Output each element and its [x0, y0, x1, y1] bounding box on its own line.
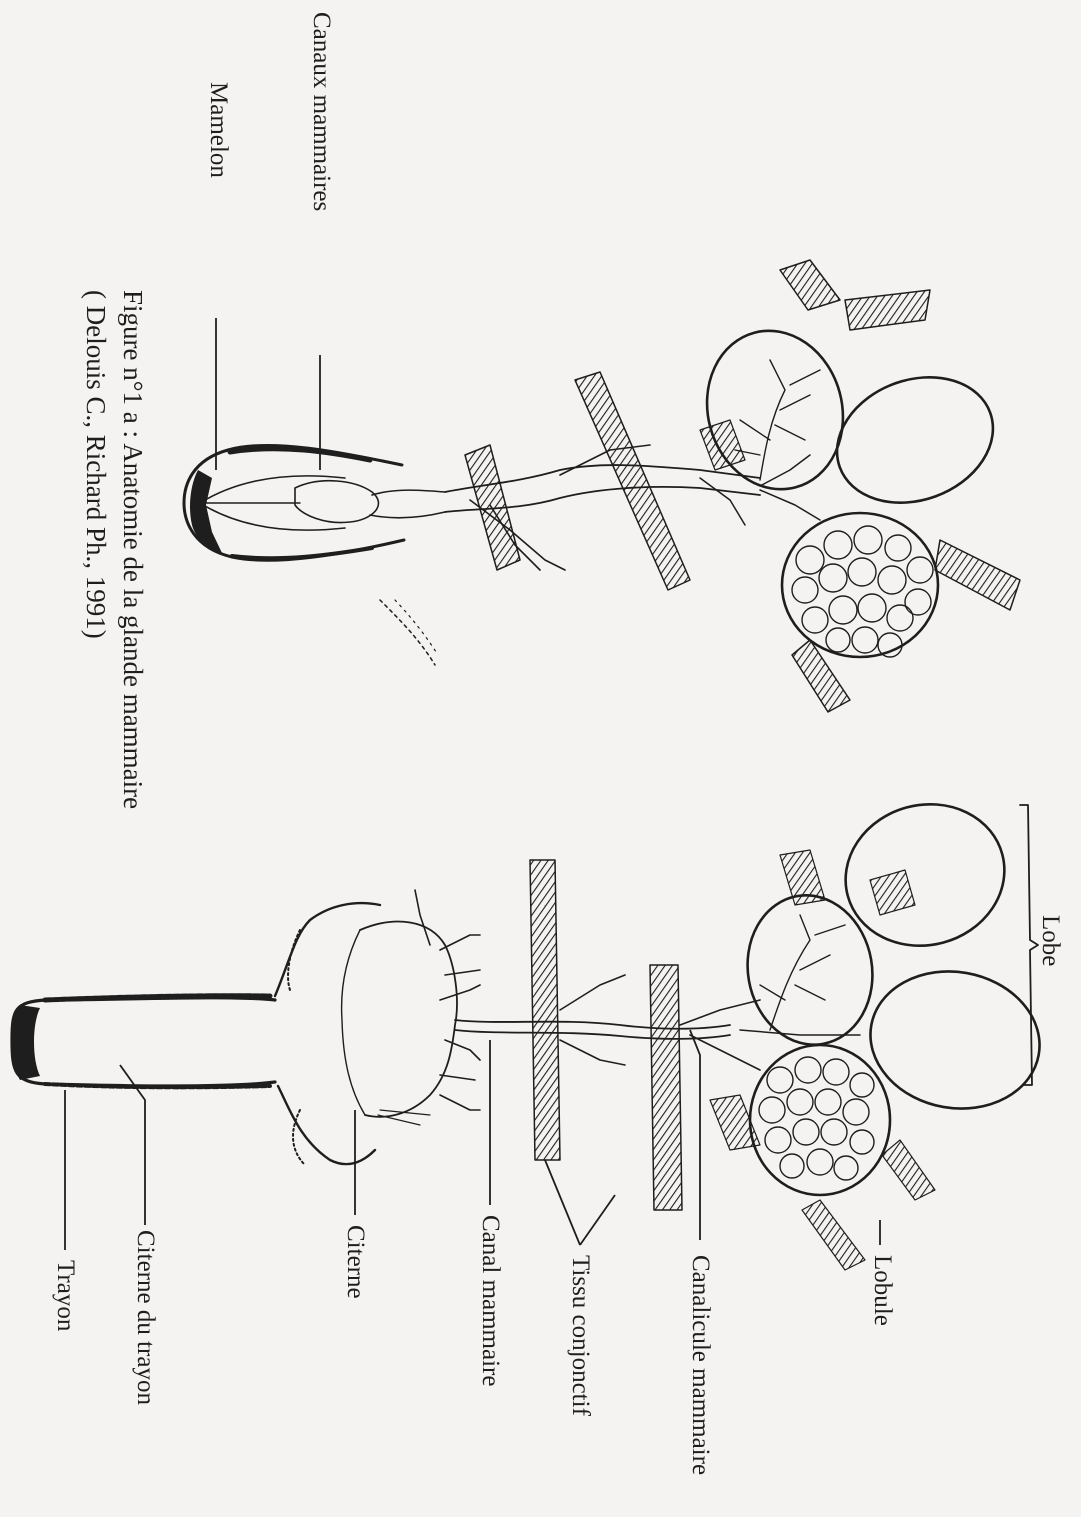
label-mamelon: Mamelon — [206, 82, 231, 178]
udder-diagram — [12, 787, 1051, 1270]
gland-cistern — [360, 922, 457, 1117]
caption-title: Figure n°1 a : Anatomie de la glande mam… — [114, 290, 151, 850]
label-tissu-conjonctif: Tissu conjonctif — [568, 1255, 593, 1416]
label-canaux-mammaires: Canaux mammaires — [309, 12, 334, 211]
label-lobe: Lobe — [1038, 915, 1063, 966]
label-trayon: Trayon — [53, 1260, 78, 1331]
alveoli-cluster-udder — [759, 1057, 874, 1180]
human-breast-diagram — [184, 260, 1020, 712]
caption-source: ( Delouis C., Richard Ph., 1991) — [77, 290, 114, 850]
label-citerne: Citerne — [343, 1225, 368, 1299]
label-canal-mammaire: Canal mammaire — [478, 1215, 503, 1386]
teat-outline — [12, 998, 275, 1086]
label-citerne-du-trayon: Citerne du trayon — [133, 1230, 158, 1405]
lobe-brace — [1020, 805, 1038, 1085]
figure-caption: Figure n°1 a : Anatomie de la glande mam… — [75, 290, 151, 850]
label-lobule: Lobule — [870, 1255, 895, 1326]
label-canalicule-mammaire: Canalicule mammaire — [688, 1255, 713, 1475]
